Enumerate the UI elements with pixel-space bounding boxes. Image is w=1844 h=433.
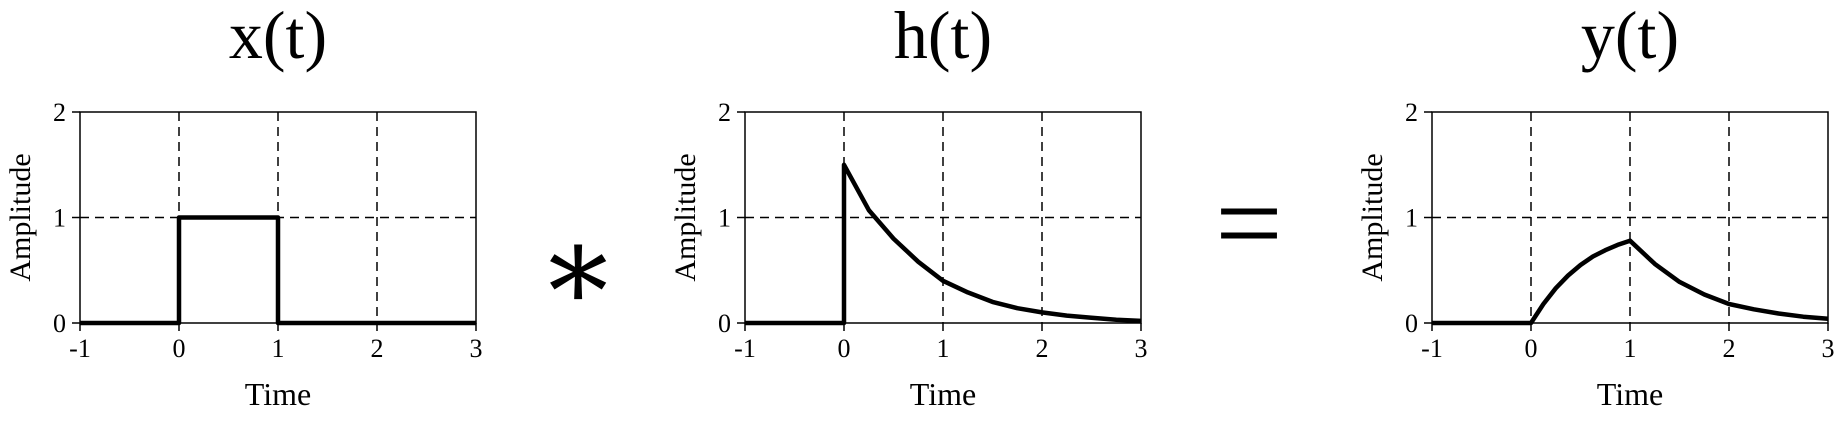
x-axis-label: Time [245, 376, 311, 412]
x-tick-label: -1 [1421, 334, 1443, 363]
x-tick-label: 3 [470, 334, 483, 363]
x-tick-label: 0 [173, 334, 186, 363]
x-axis-label: Time [910, 376, 976, 412]
x-tick-label: 1 [937, 334, 950, 363]
x-tick-label: -1 [69, 334, 91, 363]
x-axis-label: Time [1597, 376, 1663, 412]
y-tick-label: 0 [53, 309, 66, 338]
x-tick-label: 1 [272, 334, 285, 363]
chart-title: y(t) [1581, 0, 1679, 73]
x-tick-label: 2 [1723, 334, 1736, 363]
y-tick-label: 2 [718, 98, 731, 127]
y-tick-label: 1 [53, 204, 66, 233]
x-tick-label: 3 [1822, 334, 1835, 363]
chart-title: x(t) [229, 0, 327, 73]
y-tick-label: 0 [1405, 309, 1418, 338]
series-line [745, 162, 1142, 326]
chart-title: h(t) [894, 0, 992, 73]
convolution-operator: ∗ [537, 203, 619, 336]
y-axis-label: Amplitude [669, 153, 702, 281]
x-tick-label: 0 [1525, 334, 1538, 363]
equals-operator: = [1215, 157, 1283, 290]
y-tick-label: 2 [1405, 98, 1418, 127]
x-tick-label: 0 [838, 334, 851, 363]
series-line [1432, 238, 1829, 326]
x-tick-label: -1 [734, 334, 756, 363]
y-tick-label: 1 [718, 204, 731, 233]
x-tick-label: 2 [371, 334, 384, 363]
y-axis-label: Amplitude [4, 153, 37, 281]
x-tick-label: 2 [1036, 334, 1049, 363]
x-tick-label: 3 [1135, 334, 1148, 363]
series-line [80, 215, 476, 326]
y-tick-label: 2 [53, 98, 66, 127]
y-tick-label: 1 [1405, 204, 1418, 233]
y-tick-label: 0 [718, 309, 731, 338]
x-tick-label: 1 [1624, 334, 1637, 363]
y-axis-label: Amplitude [1356, 153, 1389, 281]
